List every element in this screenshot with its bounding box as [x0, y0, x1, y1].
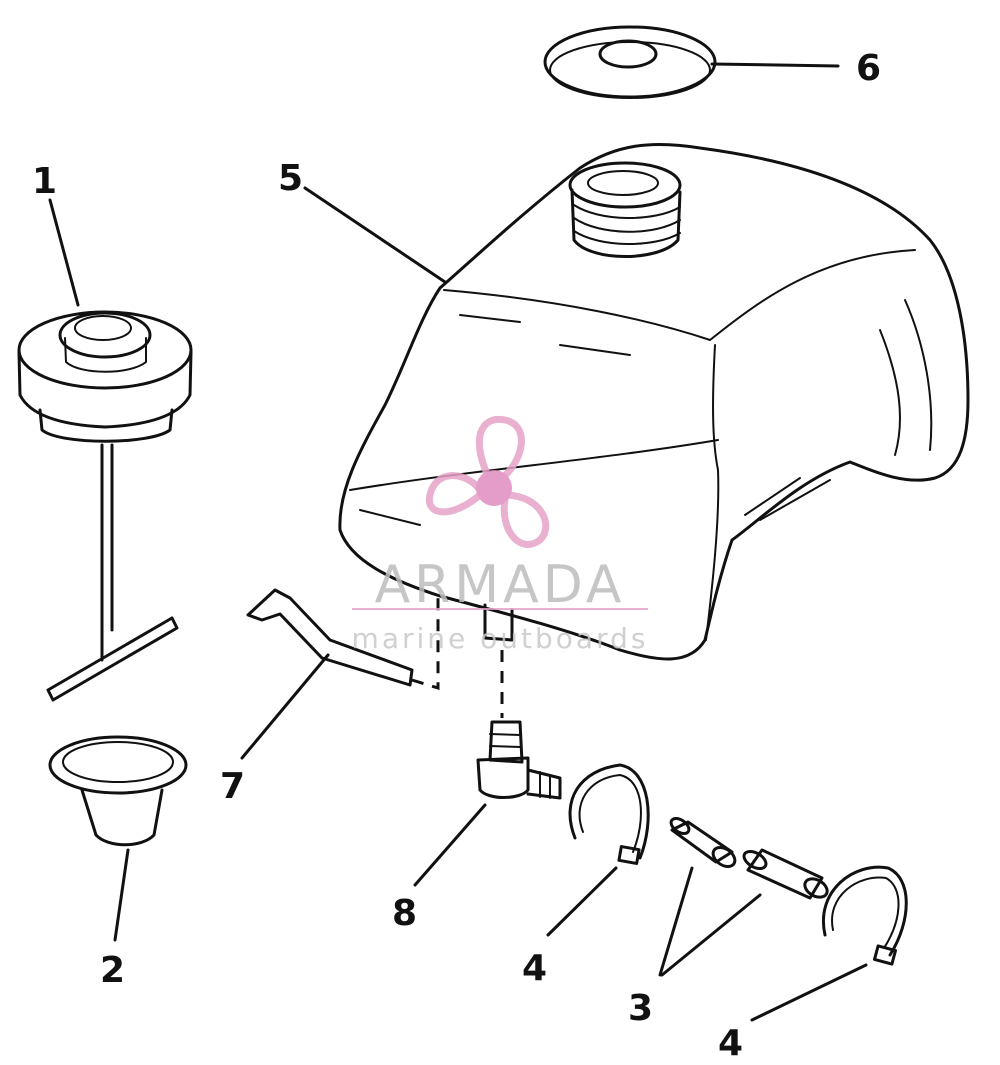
- filler-cap: [17, 310, 193, 702]
- callout-5: 5: [278, 158, 303, 199]
- leader-1: [48, 198, 80, 307]
- fuel-tank: [338, 143, 970, 661]
- leader-6: [710, 62, 840, 68]
- leader-8: [413, 803, 487, 887]
- leader-5: [303, 186, 447, 284]
- hose-clamp-1: [568, 763, 650, 865]
- leader-3b: [660, 893, 762, 977]
- hose-clamp-2: [822, 865, 908, 966]
- armada-watermark: ARMADA marine outboards: [352, 415, 649, 655]
- callout-1: 1: [32, 161, 57, 202]
- callout-3: 3: [628, 988, 653, 1029]
- elbow-fitting: [476, 650, 562, 800]
- callout-4-upper: 4: [522, 948, 547, 989]
- leader-7: [240, 653, 330, 760]
- grommet: [48, 735, 188, 847]
- gasket-washer: [543, 25, 717, 99]
- leader-4a: [546, 866, 618, 937]
- leader-3a: [658, 866, 694, 977]
- callout-2: 2: [100, 950, 125, 991]
- callout-8: 8: [392, 893, 417, 934]
- propeller-icon: [425, 415, 550, 548]
- leader-2: [113, 848, 130, 942]
- leader-4b: [750, 963, 868, 1022]
- mounting-bracket: [246, 588, 440, 691]
- watermark-subtitle: marine outboards: [352, 622, 649, 655]
- watermark-title: ARMADA: [375, 555, 626, 615]
- callout-6: 6: [856, 48, 881, 89]
- callout-7: 7: [220, 766, 245, 807]
- fuel-hose-pieces: [669, 816, 829, 900]
- callout-4-lower: 4: [718, 1023, 743, 1064]
